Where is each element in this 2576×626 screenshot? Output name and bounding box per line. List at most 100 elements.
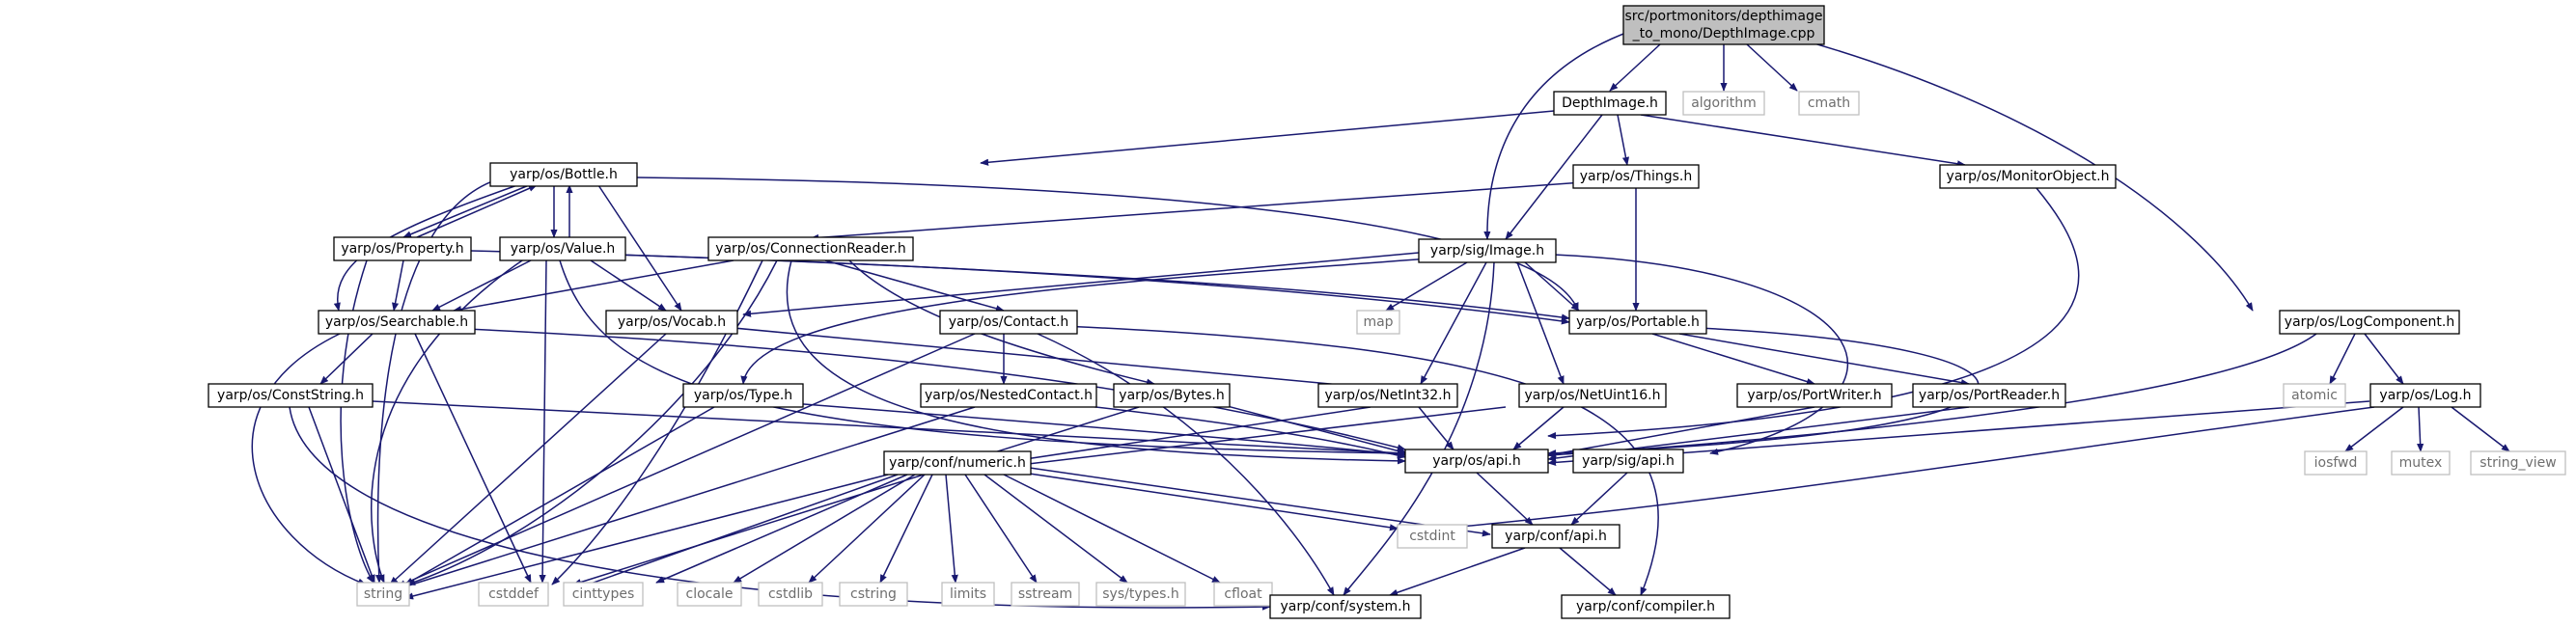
edge-image-type bbox=[740, 258, 1429, 385]
node-label: yarp/os/Type.h bbox=[694, 388, 792, 403]
node-conststring-h[interactable]: yarp/os/ConstString.h bbox=[208, 383, 374, 408]
edge-log-osapi bbox=[1547, 400, 2370, 466]
node-label: yarp/sig/api.h bbox=[1582, 453, 1675, 469]
node-nestedcontact-h[interactable]: yarp/os/NestedContact.h bbox=[920, 383, 1097, 408]
edge-type-string bbox=[404, 406, 715, 585]
node-string-view[interactable]: string_view bbox=[2470, 450, 2566, 476]
node-vocab-h[interactable]: yarp/os/Vocab.h bbox=[605, 310, 738, 335]
edge-bytes-cstddef bbox=[572, 406, 1140, 586]
node-monitorobject-h[interactable]: yarp/os/MonitorObject.h bbox=[1939, 164, 2117, 189]
edge-connreader-osapi bbox=[786, 259, 1406, 465]
node-label: cstdlib bbox=[768, 586, 813, 602]
node-label: cmath bbox=[1808, 95, 1850, 111]
node-label: yarp/os/api.h bbox=[1432, 453, 1520, 469]
node-label: cstddef bbox=[488, 586, 540, 602]
edge-searchable-conststring bbox=[319, 333, 374, 385]
node-clocale[interactable]: clocale bbox=[677, 582, 742, 607]
node-netuint16-h[interactable]: yarp/os/NetUint16.h bbox=[1518, 383, 1667, 408]
edge-bottle-portable bbox=[636, 177, 1579, 312]
node-log-h[interactable]: yarp/os/Log.h bbox=[2369, 383, 2481, 408]
node-searchable-h[interactable]: yarp/os/Searchable.h bbox=[318, 310, 476, 335]
node-cinttypes[interactable]: cinttypes bbox=[563, 582, 644, 607]
node-string[interactable]: string bbox=[356, 582, 410, 607]
edge-value-portable bbox=[617, 254, 1570, 321]
node-sstream[interactable]: sstream bbox=[1011, 582, 1080, 607]
node-label: src/portmonitors/depthimage bbox=[1625, 9, 1823, 24]
node-atomic[interactable]: atomic bbox=[2283, 383, 2346, 408]
edge-numeric-cstdlib bbox=[808, 474, 926, 584]
edge-bytes-osapi bbox=[1215, 402, 1408, 455]
edge-root-cmath bbox=[1746, 43, 1798, 92]
node-compiler-h[interactable]: yarp/conf/compiler.h bbox=[1561, 594, 1731, 619]
node-cstddef[interactable]: cstddef bbox=[478, 582, 549, 607]
edge-image-netint32 bbox=[1420, 261, 1487, 385]
edge-vocab-string bbox=[389, 333, 667, 585]
edge-netint32-osapi bbox=[1418, 406, 1454, 450]
edge-numeric-cfloat bbox=[1003, 474, 1221, 584]
node-label: yarp/os/Bytes.h bbox=[1119, 388, 1224, 403]
node-cstdint[interactable]: cstdint bbox=[1397, 524, 1468, 549]
edge-property-searchable bbox=[391, 259, 404, 312]
node-cstring[interactable]: cstring bbox=[839, 582, 908, 607]
node-label: yarp/os/NetInt32.h bbox=[1324, 388, 1451, 403]
node-portwriter-h[interactable]: yarp/os/PortWriter.h bbox=[1736, 383, 1893, 408]
node-conf-api-h[interactable]: yarp/conf/api.h bbox=[1491, 524, 1620, 549]
edge-logcomponent-log bbox=[2364, 333, 2404, 385]
node-os-api-h[interactable]: yarp/os/api.h bbox=[1404, 449, 1549, 474]
node-mutex[interactable]: mutex bbox=[2391, 450, 2451, 476]
node-numeric-h[interactable]: yarp/conf/numeric.h bbox=[883, 450, 1032, 476]
node-label: yarp/conf/numeric.h bbox=[889, 455, 1026, 471]
node-contact-h[interactable]: yarp/os/Contact.h bbox=[939, 310, 1078, 335]
node-label: yarp/os/Log.h bbox=[2379, 388, 2471, 403]
edge-depthimage-things bbox=[1617, 114, 1630, 166]
node-portable-h[interactable]: yarp/os/Portable.h bbox=[1568, 310, 1707, 335]
node-cfloat[interactable]: cfloat bbox=[1213, 582, 1273, 607]
node-label: yarp/conf/api.h bbox=[1505, 529, 1607, 544]
node-bottle-h[interactable]: yarp/os/Bottle.h bbox=[489, 162, 638, 187]
edge-vocab-netint32 bbox=[733, 327, 1371, 391]
node-property-h[interactable]: yarp/os/Property.h bbox=[333, 236, 472, 261]
node-image-h[interactable]: yarp/sig/Image.h bbox=[1418, 238, 1557, 263]
node-label: yarp/os/PortWriter.h bbox=[1747, 388, 1881, 403]
edge-numeric-limits bbox=[945, 474, 958, 584]
node-map[interactable]: map bbox=[1356, 310, 1400, 335]
edge-type-osapi bbox=[790, 402, 1406, 458]
edge-netuint16-osapi bbox=[1512, 406, 1565, 450]
edge-value-searchable bbox=[431, 259, 532, 312]
edge-monitor-osapi bbox=[1547, 187, 2080, 440]
node-connectionreader-h[interactable]: yarp/os/ConnectionReader.h bbox=[707, 236, 914, 261]
node-depthimage-h[interactable]: DepthImage.h bbox=[1553, 91, 1667, 116]
node-cstdlib[interactable]: cstdlib bbox=[758, 582, 823, 607]
node-limits[interactable]: limits bbox=[941, 582, 995, 607]
edge-bottle-property bbox=[402, 184, 530, 238]
node-logcomponent-h[interactable]: yarp/os/LogComponent.h bbox=[2279, 310, 2460, 335]
edges bbox=[251, 30, 2510, 611]
node-sig-api-h[interactable]: yarp/sig/api.h bbox=[1572, 449, 1684, 474]
edge-numeric-cstring bbox=[879, 474, 933, 584]
edge-image-portable bbox=[1524, 261, 1580, 312]
node-algorithm[interactable]: algorithm bbox=[1682, 91, 1765, 116]
edge-logcomponent-atomic bbox=[2329, 333, 2356, 385]
node-netint32-h[interactable]: yarp/os/NetInt32.h bbox=[1317, 383, 1458, 408]
node-cmath[interactable]: cmath bbox=[1798, 91, 1860, 116]
edge-root-depthimage bbox=[1609, 43, 1661, 92]
node-bytes-h[interactable]: yarp/os/Bytes.h bbox=[1113, 383, 1231, 408]
edge-log-stringview bbox=[2451, 406, 2510, 452]
node-label: _to_mono/DepthImage.cpp bbox=[1632, 26, 1815, 41]
node-things-h[interactable]: yarp/os/Things.h bbox=[1572, 164, 1700, 189]
edge-connreader-searchable bbox=[453, 259, 734, 313]
node-sys-types-h[interactable]: sys/types.h bbox=[1095, 582, 1186, 607]
node-label: sys/types.h bbox=[1102, 586, 1178, 602]
node-root-depthimage-cpp[interactable]: src/portmonitors/depthimage _to_mono/Dep… bbox=[1622, 5, 1825, 45]
node-value-h[interactable]: yarp/os/Value.h bbox=[499, 236, 626, 261]
node-type-h[interactable]: yarp/os/Type.h bbox=[682, 383, 804, 408]
node-label: yarp/os/ConnectionReader.h bbox=[715, 241, 906, 257]
node-iosfwd[interactable]: iosfwd bbox=[2304, 450, 2368, 476]
node-label: sstream bbox=[1018, 586, 1072, 602]
edge-netuint16-numeric bbox=[1003, 406, 1507, 470]
edge-numeric-confapi bbox=[1022, 466, 1491, 537]
node-system-h[interactable]: yarp/conf/system.h bbox=[1269, 594, 1422, 619]
edge-numeric-string bbox=[404, 474, 889, 600]
node-label: yarp/os/Things.h bbox=[1580, 169, 1693, 184]
node-portreader-h[interactable]: yarp/os/PortReader.h bbox=[1912, 383, 2066, 408]
